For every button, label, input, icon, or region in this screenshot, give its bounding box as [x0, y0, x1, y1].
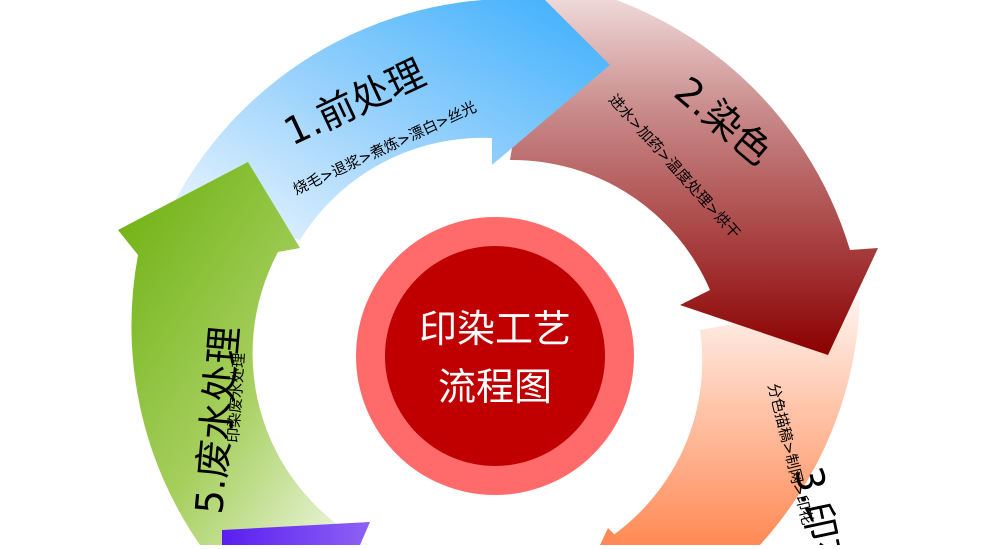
- center-title: 印染工艺 流程图: [395, 300, 595, 416]
- step-3-arrow: [600, 300, 860, 545]
- center-title-line-1: 印染工艺: [418, 307, 571, 351]
- step-5-arrow: [118, 162, 370, 545]
- step-4-arrow: [222, 522, 370, 545]
- step-2-arrow: [510, 0, 878, 355]
- center-badge: [356, 217, 634, 495]
- step-1-arrow: [170, 0, 610, 240]
- center-title-line-2: 流程图: [437, 365, 552, 409]
